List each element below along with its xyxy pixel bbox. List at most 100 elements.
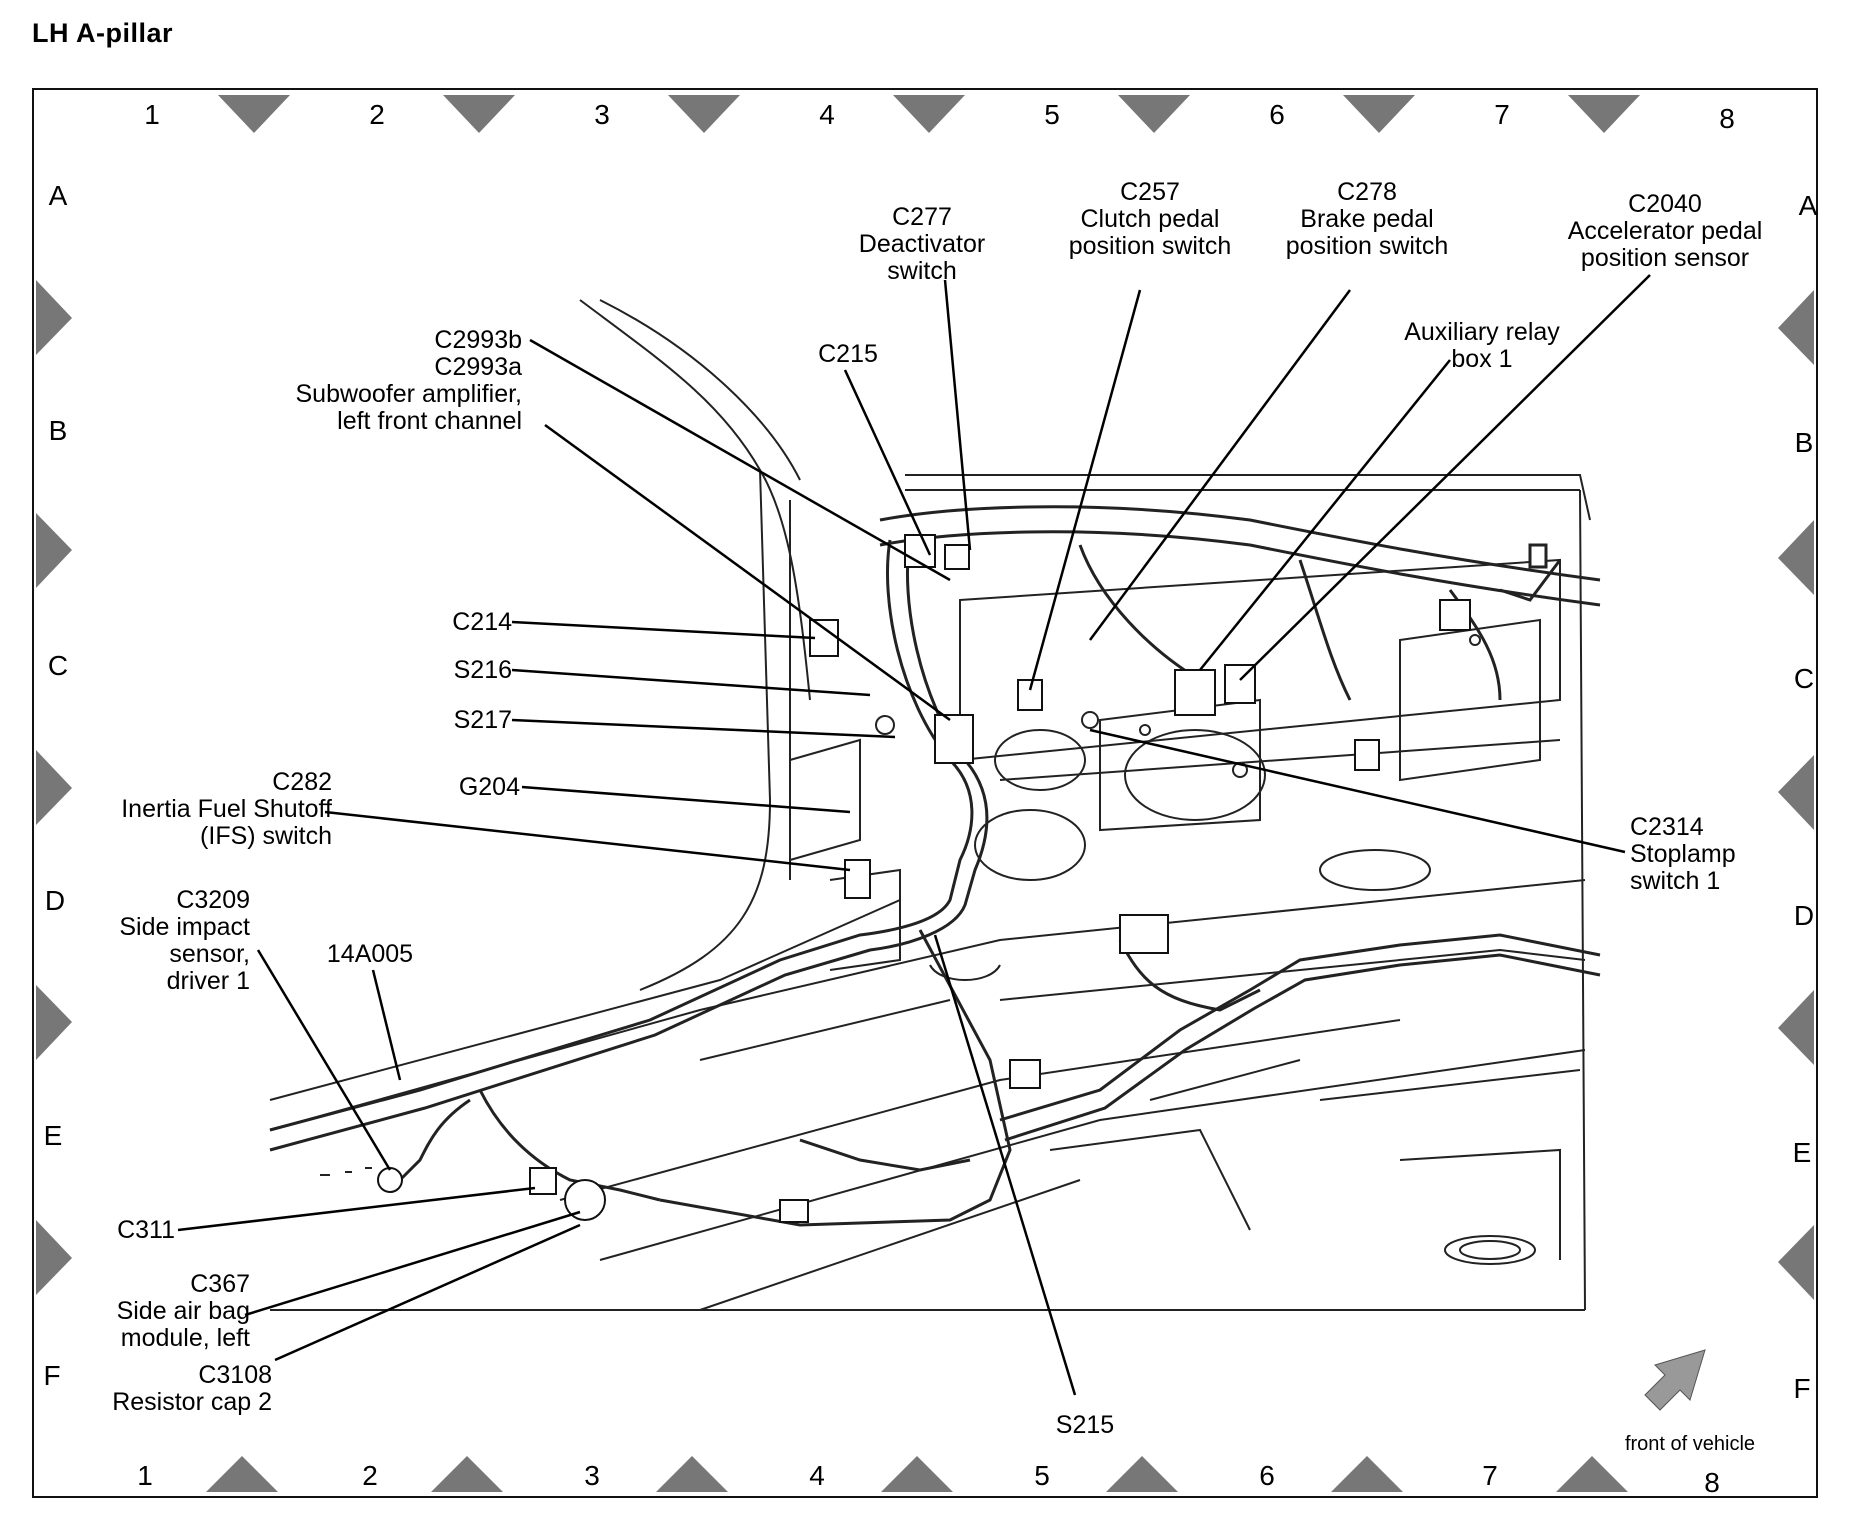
label-c3108-id: C3108: [198, 1361, 272, 1389]
connector-c3209: [377, 1167, 403, 1193]
connector-c282: [844, 859, 871, 899]
col-label: 6: [1269, 99, 1285, 130]
floor-harness: [269, 539, 1601, 1227]
row-label: B: [1795, 427, 1814, 458]
row-label: C: [1794, 663, 1814, 694]
col-label: 6: [1259, 1460, 1275, 1491]
label-c278-id: C278: [1337, 178, 1397, 206]
label-c2040-name2: position sensor: [1581, 244, 1749, 272]
leader-lines: [177, 274, 1651, 1396]
connector-c367: [564, 1179, 606, 1221]
diagram-frame: [32, 88, 1818, 1498]
col-label: 2: [369, 99, 385, 130]
column-labels-bottom: 1 2 3 4 5 6 7 8: [137, 1460, 1720, 1498]
connector-c311: [529, 1167, 557, 1195]
row-label: F: [43, 1360, 60, 1391]
label-c2314-id: C2314: [1630, 813, 1704, 841]
zone-markers-bottom: [206, 1456, 1628, 1492]
connector-c215: [944, 544, 970, 570]
connector-c2993: [934, 714, 974, 764]
col-label: 4: [819, 99, 835, 130]
label-c282-name: Inertia Fuel Shutoff: [121, 795, 332, 823]
zone-markers-right: [1778, 290, 1814, 1300]
label-c3108-name: Resistor cap 2: [112, 1388, 272, 1416]
col-label: 4: [809, 1460, 825, 1491]
connector-right: [1439, 599, 1471, 631]
label-c367-name2: module, left: [121, 1324, 250, 1352]
col-label: 5: [1044, 99, 1060, 130]
label-c2314-name: Stoplamp: [1630, 840, 1736, 868]
front-of-vehicle-arrow-icon: [1644, 1349, 1706, 1411]
label-c3209-name: Side impact: [119, 913, 250, 941]
label-c257-name2: position switch: [1069, 232, 1232, 260]
col-label: 8: [1719, 103, 1735, 134]
zone-markers-top: [218, 95, 1640, 133]
connector-c2314-area: [1119, 914, 1169, 954]
label-aux-relay: Auxiliary relay: [1404, 318, 1560, 346]
row-label: B: [49, 415, 68, 446]
col-label: 3: [584, 1460, 600, 1491]
label-c277-id: C277: [892, 203, 952, 231]
label-c278-name: Brake pedal: [1300, 205, 1433, 233]
col-label: 2: [362, 1460, 378, 1491]
label-c3209-id: C3209: [176, 886, 250, 914]
label-c257-name: Clutch pedal: [1081, 205, 1220, 233]
row-label: C: [48, 650, 68, 681]
label-c257-id: C257: [1120, 178, 1180, 206]
connectors: [377, 534, 1471, 1223]
label-c311: C311: [117, 1216, 175, 1244]
connector-c257: [1017, 679, 1043, 711]
col-label: 1: [144, 99, 160, 130]
label-c2314-name2: switch 1: [1630, 867, 1720, 895]
row-labels-right: A B C D E F: [1793, 190, 1818, 1404]
vehicle-body-outline: [269, 299, 1591, 1311]
row-label: E: [1793, 1137, 1812, 1168]
label-s217: S217: [454, 706, 512, 734]
col-label: 7: [1494, 99, 1510, 130]
label-c367-id: C367: [190, 1270, 250, 1298]
label-c2993-name2: left front channel: [337, 407, 522, 435]
row-label: F: [1793, 1373, 1810, 1404]
zone-markers-left: [36, 280, 72, 1295]
connector-c3108: [779, 1199, 809, 1223]
label-c214: C214: [452, 608, 512, 636]
connector-c2314: [1354, 739, 1380, 771]
label-c3209-name2: sensor,: [169, 940, 250, 968]
col-label: 7: [1482, 1460, 1498, 1491]
row-label: E: [44, 1120, 63, 1151]
col-label: 5: [1034, 1460, 1050, 1491]
row-labels-left: A B C D E F: [43, 180, 68, 1391]
col-label: 1: [137, 1460, 153, 1491]
label-c2993b: C2993b: [434, 326, 522, 354]
row-label: A: [1799, 190, 1818, 221]
label-c282-id: C282: [272, 768, 332, 796]
label-c2040-name: Accelerator pedal: [1568, 217, 1763, 245]
label-g204: G204: [459, 773, 520, 801]
row-label: A: [49, 180, 68, 211]
row-label: D: [1794, 900, 1814, 931]
label-c2040-id: C2040: [1628, 190, 1702, 218]
label-aux-relay2: box 1: [1451, 345, 1512, 373]
col-label: 8: [1704, 1467, 1720, 1498]
column-labels-top: 1 2 3 4 5 6 7 8: [144, 99, 1735, 134]
connector-aux-relay: [1174, 669, 1216, 716]
label-front-of-vehicle: front of vehicle: [1625, 1433, 1755, 1455]
label-c278-name2: position switch: [1286, 232, 1449, 260]
label-c277-name: Deactivator: [859, 230, 985, 258]
label-c2993-name: Subwoofer amplifier,: [295, 380, 522, 408]
label-c282-name2: (IFS) switch: [200, 822, 332, 850]
connector-c2040: [1224, 664, 1256, 704]
row-label: D: [45, 885, 65, 916]
label-s215: S215: [1056, 1411, 1114, 1439]
col-label: 3: [594, 99, 610, 130]
callout-labels: C277 Deactivator switch C257 Clutch peda…: [112, 178, 1762, 1455]
label-c215: C215: [818, 340, 878, 368]
label-s216: S216: [454, 656, 512, 684]
label-c2993a: C2993a: [434, 353, 522, 381]
connector-floor: [1009, 1059, 1041, 1089]
label-c367-name: Side air bag: [117, 1297, 250, 1325]
label-14a005: 14A005: [327, 940, 413, 968]
label-c277-name2: switch: [887, 257, 956, 285]
page-title: LH A-pillar: [32, 18, 174, 48]
